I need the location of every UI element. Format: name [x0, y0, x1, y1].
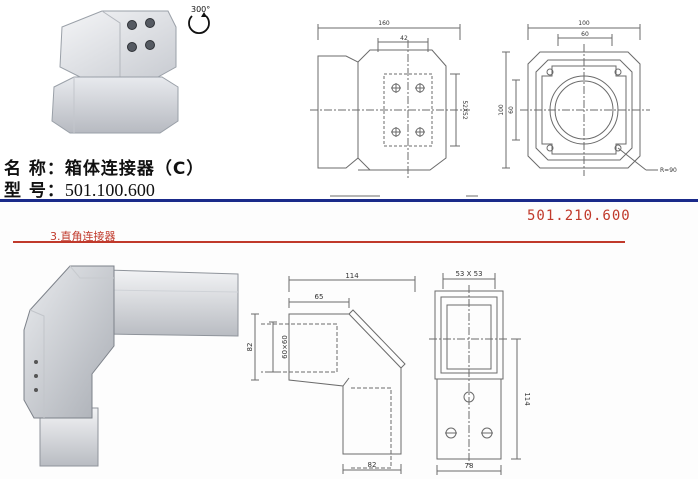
model-label: 型 号： [4, 181, 65, 201]
product-panel-right-angle-connector [0, 202, 698, 479]
dim-height: 114 [523, 392, 531, 406]
right-angle-side-drawing: 114 65 82 60×60 82 [246, 272, 416, 474]
section-title: 3.直角连接器 [50, 230, 116, 243]
dim-inner: 42 [400, 35, 408, 42]
dim-inner-width: 60 [581, 31, 589, 38]
dim-top: 53 X 53 [455, 270, 482, 278]
section-title-rule [13, 241, 625, 243]
dim-top: 114 [345, 272, 359, 280]
product-panel-box-connector: 300° 名 称：箱体连接器（C） 型 号：501.100.600 [0, 0, 698, 201]
rotation-label: 300° [191, 5, 211, 14]
model-caption: 型 号：501.100.600 [4, 176, 155, 201]
dim-radius: R=90 [660, 167, 677, 174]
dim-inner: 65 [315, 293, 324, 301]
rotation-arc-icon [188, 12, 210, 35]
dim-width: 160 [378, 20, 390, 27]
dim-bottom: 78 [465, 462, 474, 470]
right-angle-connector-photo [23, 265, 239, 467]
dim-tube: 60×60 [281, 335, 289, 359]
name-label: 名 称： [4, 159, 65, 179]
name-caption: 名 称：箱体连接器（C） [4, 154, 204, 179]
dim-bottom: 82 [368, 461, 377, 469]
dim-height: 100 [498, 104, 505, 116]
model-value: 501.100.600 [64, 180, 155, 200]
box-connector-front-drawing: 100 60 100 60 R=90 [498, 20, 677, 176]
dim-side: 82 [246, 343, 254, 352]
name-value: 箱体连接器（C） [64, 159, 205, 179]
section-divider [0, 199, 698, 202]
part-number: 501.210.600 [527, 208, 631, 224]
right-angle-front-drawing: 53 X 53 114 78 [429, 270, 531, 475]
dim-width: 100 [578, 20, 590, 27]
dim-height: 52X52 [461, 100, 468, 120]
box-connector-side-drawing: 160 42 52X52 [310, 20, 478, 197]
box-connector-photo [51, 10, 179, 134]
dim-inner-height: 60 [508, 106, 515, 114]
